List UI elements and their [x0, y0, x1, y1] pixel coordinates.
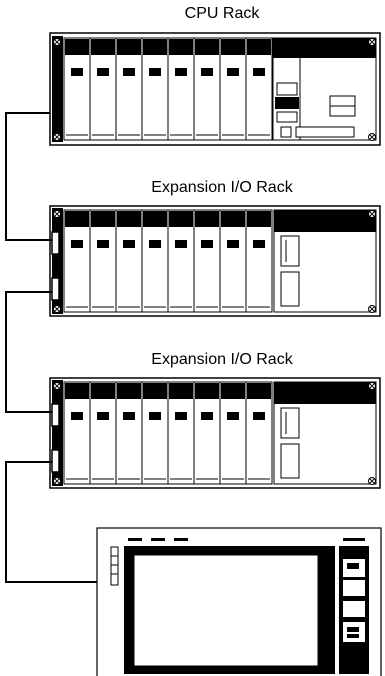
terminal-key-3 [343, 601, 365, 617]
expansion-rack-1-label: Expansion I/O Rack [151, 179, 293, 196]
expansion-rack-1-io-module-7-led [227, 240, 239, 248]
cpu-rack-end-plate [52, 36, 63, 142]
expansion-rack-2-io-module-2-led [97, 412, 109, 420]
cpu-rack-io-module-7-led [227, 68, 239, 76]
expansion-rack-2-power-window-top [280, 407, 300, 439]
terminal-indicator-4 [343, 538, 365, 541]
cpu-rack-io-module-6-led [201, 68, 213, 76]
cpu-rack-io-module-2-led [97, 68, 109, 76]
cpu-rack-io-module-1-band [65, 39, 89, 55]
cpu-rack-io-module-4-band [143, 39, 167, 55]
cpu-rack-io-module-3-led [123, 68, 135, 76]
expansion-rack-1-io-module-5-led [175, 240, 187, 248]
expansion-rack-2-io-module-7-led [227, 412, 239, 420]
expansion-rack-1-io-module-6-led [201, 240, 213, 248]
expansion-rack-1-connector-in [51, 231, 60, 255]
terminal-indicator-2 [151, 538, 165, 541]
expansion-rack-1-power-band [274, 210, 376, 232]
expansion-rack-1-io-module-4-band [143, 211, 167, 227]
cable-expansion-1-to-expansion-2 [5, 291, 52, 413]
expansion-rack-2-connector-in [51, 403, 60, 427]
cpu-unit-key-slot [275, 97, 299, 109]
expansion-rack-1-io-module-5-band [169, 211, 193, 227]
operator-terminal [96, 527, 382, 676]
terminal-screen [133, 554, 319, 667]
expansion-rack-1-io-module-1-band [65, 211, 89, 227]
expansion-rack-1-io-module-8-led [253, 240, 265, 248]
expansion-rack-2-io-module-2-band [91, 383, 115, 399]
terminal-status-strip [110, 546, 119, 586]
expansion-rack-2-io-module-1-led [71, 412, 83, 420]
expansion-rack-2-label: Expansion I/O Rack [151, 351, 293, 368]
expansion-rack-1-end-plate [52, 208, 63, 314]
cpu-rack-io-module-7-band [221, 39, 245, 55]
cpu-rack-io-module-2-band [91, 39, 115, 55]
cpu-rack-io-module-6-band [195, 39, 219, 55]
terminal-indicator-1 [128, 538, 142, 541]
expansion-rack-2-screws [53, 382, 376, 485]
cpu-rack-io-module-5-led [175, 68, 187, 76]
cpu-rack-io-module-5-band [169, 39, 193, 55]
expansion-rack-2-io-module-6-band [195, 383, 219, 399]
expansion-rack-2-io-module-3-band [117, 383, 141, 399]
cpu-rack-io-module-8-led [253, 68, 265, 76]
expansion-rack-2 [49, 377, 381, 489]
expansion-rack-1 [49, 205, 381, 317]
cpu-rack-screws [53, 38, 376, 141]
expansion-rack-1-power-window-top [280, 235, 300, 267]
cpu-battery [280, 126, 292, 138]
expansion-rack-1-io-module-2-led [97, 240, 109, 248]
cable-cpu-to-expansion-1 [5, 112, 52, 241]
cpu-rack-io-module-8-band [247, 39, 271, 55]
expansion-rack-2-end-plate [52, 380, 63, 486]
cpu-unit-top-band [273, 38, 300, 58]
expansion-rack-2-power-window-bottom [280, 443, 300, 479]
expansion-rack-2-io-module-6-led [201, 412, 213, 420]
cpu-unit-indicator [276, 82, 298, 96]
expansion-rack-1-io-module-3-band [117, 211, 141, 227]
cpu-rack-label: CPU Rack [185, 5, 261, 22]
expansion-rack-1-io-module-1-led [71, 240, 83, 248]
expansion-rack-1-io-module-6-band [195, 211, 219, 227]
cable-expansion-2-to-terminal [5, 461, 97, 583]
power-supply-top-band [300, 38, 376, 58]
expansion-rack-1-io-module-2-band [91, 211, 115, 227]
expansion-rack-2-io-module-7-band [221, 383, 245, 399]
expansion-rack-2-io-module-4-band [143, 383, 167, 399]
expansion-rack-2-connector-out [51, 449, 60, 473]
expansion-rack-1-slots [52, 208, 273, 314]
cpu-rack-io-module-4-led [149, 68, 161, 76]
power-supply-terminal [295, 126, 355, 138]
terminal-key-2 [343, 580, 365, 596]
expansion-rack-2-io-module-5-band [169, 383, 193, 399]
cpu-rack [49, 32, 381, 146]
expansion-rack-2-power-band [274, 382, 376, 404]
expansion-rack-2-io-module-5-led [175, 412, 187, 420]
cpu-unit-window [276, 111, 298, 123]
expansion-rack-1-io-module-8-band [247, 211, 271, 227]
cables [5, 112, 97, 583]
expansion-rack-2-io-module-8-led [253, 412, 265, 420]
expansion-rack-2-io-module-3-led [123, 412, 135, 420]
cpu-rack-slots [52, 36, 273, 142]
expansion-rack-2-io-module-4-led [149, 412, 161, 420]
expansion-rack-1-power-window-bottom [280, 271, 300, 307]
expansion-rack-1-io-module-4-led [149, 240, 161, 248]
cpu-rack-io-module-1-led [71, 68, 83, 76]
expansion-rack-2-io-module-8-band [247, 383, 271, 399]
expansion-rack-2-io-module-1-band [65, 383, 89, 399]
cpu-rack-io-module-3-band [117, 39, 141, 55]
expansion-rack-1-screws [53, 210, 376, 313]
expansion-rack-1-connector-out [51, 277, 60, 301]
terminal-indicator-3 [174, 538, 188, 541]
expansion-rack-2-slots [52, 380, 273, 486]
expansion-rack-1-io-module-3-led [123, 240, 135, 248]
expansion-rack-1-io-module-7-band [221, 211, 245, 227]
